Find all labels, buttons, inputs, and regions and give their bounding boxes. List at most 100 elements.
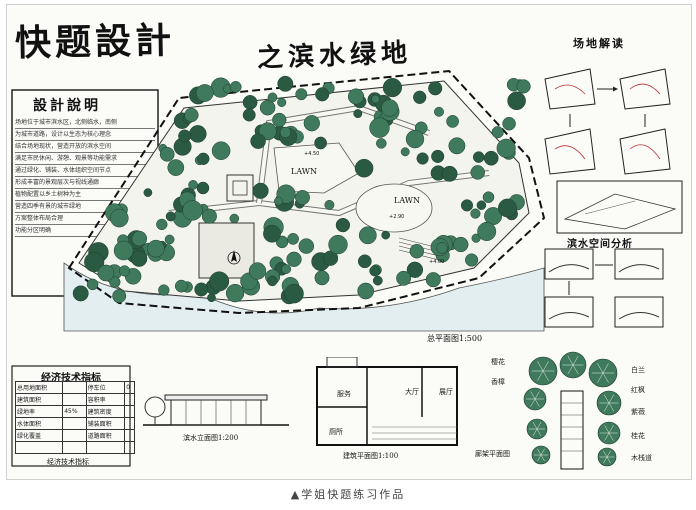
tree-canopy — [357, 254, 372, 269]
tree-canopy — [315, 87, 330, 102]
tree-canopy — [174, 279, 188, 293]
tree-canopy — [207, 293, 216, 303]
pergola-tree-canopies — [523, 351, 622, 467]
tree-canopy — [147, 239, 165, 258]
tree-canopy — [196, 181, 210, 195]
table-row: 建筑面积容积率 — [14, 393, 135, 406]
tree-branch — [602, 372, 609, 383]
tree-branch — [608, 425, 614, 434]
tree-canopy — [143, 188, 153, 197]
table-cell: 建筑面积 — [14, 393, 64, 406]
description-line: 通过绿化、铺装、水体组织空间节点 — [15, 165, 155, 177]
tree-canopy — [476, 200, 487, 210]
tree-branch — [542, 370, 549, 381]
tree-canopy — [158, 284, 170, 296]
master-plan: LAWN LAWN +4.50 +2.90 +4.00 — [63, 69, 546, 332]
description-line: 方案整体布局合理 — [15, 213, 155, 225]
tree-branch — [534, 391, 540, 400]
table-row: 水体面积铺装面积 — [14, 417, 135, 430]
tree-canopy — [453, 236, 469, 253]
tree-branch — [602, 363, 609, 374]
tech-footer-label: 经济技术指标 — [47, 458, 89, 466]
tree-canopy — [242, 95, 258, 110]
table-cell: 总用地面积 — [14, 381, 64, 394]
room-label: 展厅 — [439, 388, 453, 396]
room-label: 大厅 — [405, 388, 419, 396]
tree-canopy — [287, 233, 299, 245]
table-cell — [85, 441, 126, 454]
description-line: 为城市道路，设计以生态为核心理念 — [15, 129, 155, 141]
perspective-sketch — [556, 180, 683, 234]
tree-canopy — [277, 75, 294, 92]
plant-label: 樱花 — [491, 358, 505, 366]
tree-canopy — [84, 252, 105, 273]
pergola-plan-label: 廊架平面图 — [475, 450, 510, 458]
tree-canopy — [409, 243, 425, 259]
description-line: 结合场地现状，营造开放的滨水空间 — [15, 141, 155, 153]
space-analysis-title: 滨水空间分析 — [567, 239, 633, 250]
tree-canopy — [184, 107, 199, 123]
tree-branch — [608, 402, 615, 412]
building-plan-label: 建筑平面图1:100 — [343, 452, 399, 460]
tree-canopy — [281, 264, 292, 274]
tree-canopy — [434, 106, 444, 117]
tree-canopy — [119, 265, 131, 277]
tree-branch — [540, 454, 545, 462]
space-analysis-diagrams — [544, 248, 664, 328]
tree-canopy — [472, 151, 485, 163]
tree-canopy — [381, 230, 391, 240]
table-cell — [62, 393, 87, 406]
table-cell: 停车位 — [85, 381, 126, 394]
tree-canopy — [496, 138, 516, 158]
tree-canopy — [109, 276, 121, 288]
tree-canopies — [72, 75, 531, 305]
elevation-mark-3: +4.00 — [429, 259, 444, 265]
table-cell — [14, 441, 64, 454]
tree-branch — [536, 421, 542, 430]
tree-canopy — [248, 262, 267, 280]
description-text: 场地位于城市滨水区，北侧临水，南侧 为城市道路，设计以生态为核心理念 结合场地现… — [15, 117, 155, 237]
tree-canopy — [353, 109, 363, 119]
tree-branch — [597, 363, 604, 374]
table-cell — [62, 417, 87, 430]
tree-canopy — [470, 165, 485, 180]
tree-branch — [606, 456, 611, 464]
tree-canopy — [110, 208, 129, 228]
pergola-plan — [523, 351, 622, 470]
table-cell — [62, 429, 87, 442]
tree-canopy — [502, 116, 516, 131]
tree-canopy — [284, 283, 304, 304]
tree-branch — [537, 361, 544, 372]
tree-canopy — [209, 271, 230, 292]
table-cell: 道路面积 — [85, 429, 126, 442]
tree-canopy — [483, 150, 499, 166]
tree-canopy — [465, 253, 479, 267]
table-cell: 绿化覆盖 — [14, 429, 64, 442]
design-sheet: 快题設計 之滨水绿地 設計說明 场地位于城市滨水区，北侧临水，南侧 为城市道路，… — [6, 4, 692, 480]
tree-canopy — [357, 282, 375, 300]
flow-analysis-diagrams — [544, 68, 671, 175]
tree-canopy — [295, 190, 310, 205]
tree-branch — [537, 370, 544, 381]
elevation-mark-2: +2.90 — [389, 214, 404, 220]
tree-branch — [597, 372, 604, 383]
tree-canopy — [498, 198, 517, 218]
tree-branch — [572, 355, 579, 366]
tree-canopy — [406, 261, 424, 278]
tree-canopy — [328, 234, 348, 255]
table-cell: 绿地率 — [14, 405, 64, 418]
tree-canopy — [242, 108, 256, 122]
tree-canopy — [112, 289, 127, 303]
tree-canopy — [416, 152, 429, 165]
plant-label: 紫薇 — [631, 408, 645, 416]
tree-canopy — [413, 90, 427, 104]
tree-canopy — [372, 275, 383, 286]
plant-label: 香樟 — [491, 378, 505, 386]
tree-branch — [606, 450, 611, 458]
tree-canopy — [376, 138, 387, 149]
tree-canopy — [516, 79, 531, 94]
tree-canopy — [167, 159, 185, 176]
tree-canopy — [448, 137, 466, 155]
plant-label: 白兰 — [631, 366, 645, 374]
